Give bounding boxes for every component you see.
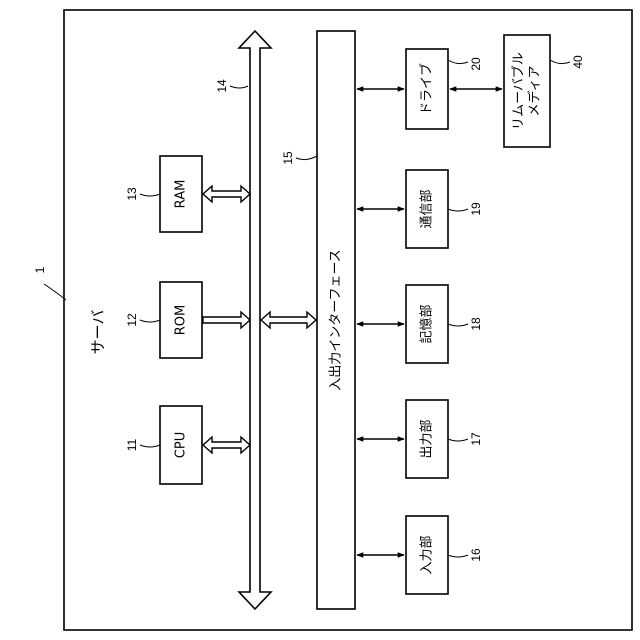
input-ref-label: 16: [469, 548, 483, 562]
ram-ref-label: 13: [125, 187, 139, 201]
rom-label: ROM: [174, 305, 189, 335]
drive-label: ドライブ: [419, 63, 435, 115]
drive-ref-label: 20: [469, 57, 483, 71]
communication-label: 通信部: [420, 189, 435, 228]
server-ref-label: 1: [33, 266, 47, 273]
io-interface-label: 入出力インターフェース: [329, 249, 344, 391]
ram-label: RAM: [174, 180, 189, 209]
input-label: 入力部: [420, 535, 435, 574]
removable-media-label-line1: リムーバブル: [511, 52, 527, 130]
removable-media-label-line2: メディア: [527, 65, 543, 116]
storage-ref-label: 18: [469, 317, 483, 331]
communication-ref-label: 19: [469, 202, 483, 216]
output-label: 出力部: [420, 419, 435, 458]
cpu-label: CPU: [174, 432, 189, 458]
output-ref-label: 17: [469, 432, 483, 446]
rom-ref-label: 12: [125, 313, 139, 327]
bus-ref-label: 14: [215, 79, 229, 93]
server-ref-leader: [44, 284, 66, 300]
storage-label: 記憶部: [419, 304, 435, 343]
io-interface-ref-label: 15: [281, 151, 295, 165]
server-title: サーバ: [89, 310, 107, 355]
removable-media-ref-label: 40: [571, 55, 585, 69]
cpu-ref-label: 11: [125, 438, 139, 451]
